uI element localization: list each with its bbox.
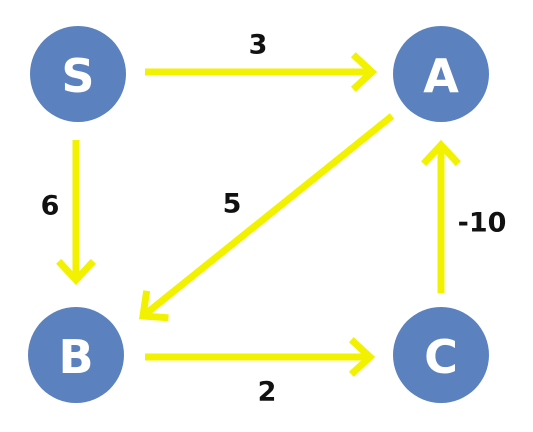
node-circle [30, 26, 126, 122]
node-a: A [393, 26, 489, 122]
edge-b-c: 2 [145, 337, 376, 408]
edge-c-a: -10 [421, 139, 507, 293]
edge-weight-label: 2 [258, 377, 277, 408]
edge-s-a: 3 [145, 30, 378, 92]
nodes-layer: S A B C [28, 26, 489, 403]
arrowhead-icon [348, 337, 376, 377]
arrowhead-icon [56, 258, 96, 286]
arrowhead-icon [350, 52, 378, 92]
arrowhead-icon [138, 290, 169, 322]
node-label: S [61, 49, 94, 103]
edges-layer: 3 6 5 2 -10 [41, 30, 507, 408]
edge-weight-label: 3 [249, 30, 268, 61]
edge-weight-label: 5 [223, 189, 242, 220]
edge-weight-label: 6 [41, 191, 60, 222]
edge-weight-label: -10 [458, 208, 507, 239]
edge-s-b: 6 [41, 140, 96, 286]
edge-line [140, 113, 395, 319]
edge-a-b: 5 [138, 113, 395, 322]
node-label: C [424, 330, 458, 384]
node-label: A [423, 49, 459, 103]
node-circle [393, 307, 489, 403]
node-s: S [30, 26, 126, 122]
node-circle [28, 307, 124, 403]
node-circle [393, 26, 489, 122]
node-label: B [58, 330, 93, 384]
node-c: C [393, 307, 489, 403]
arrowhead-icon [421, 139, 461, 167]
node-b: B [28, 307, 124, 403]
